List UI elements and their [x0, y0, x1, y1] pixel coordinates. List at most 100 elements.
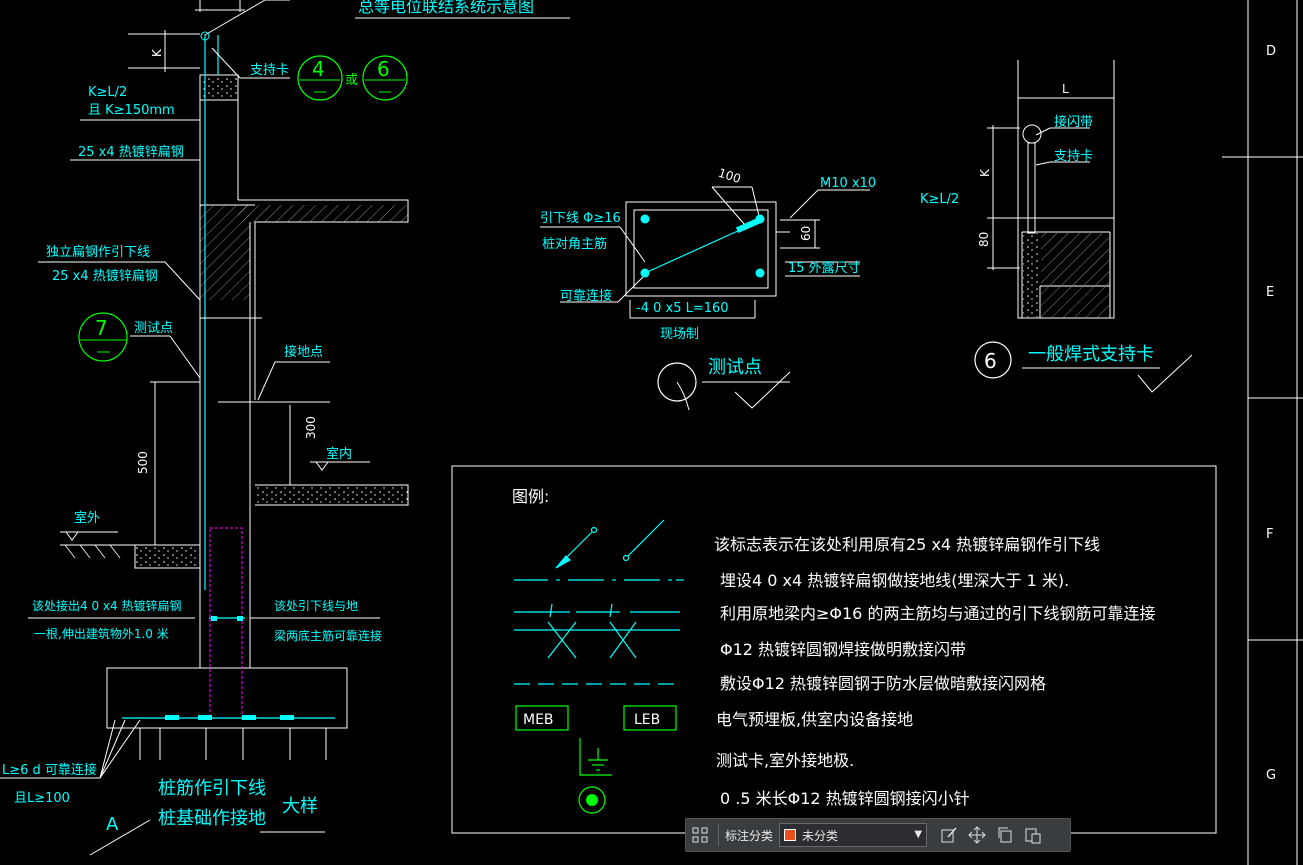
indoor-label: 室内 — [326, 446, 352, 462]
roof-column-fill — [200, 205, 250, 300]
earth-symbol — [579, 738, 612, 776]
move-icon[interactable] — [963, 821, 991, 849]
legend-item-7: 测试卡,室外接地极. — [716, 751, 854, 770]
legend-item-1: 该标志表示在该处利用原有25 x4 热镀锌扁钢作引下线 — [714, 535, 1100, 554]
category-select[interactable]: 未分类 ▼ — [779, 823, 928, 847]
test-point-detail — [540, 186, 870, 319]
leb-box — [623, 705, 677, 731]
legend-item-5: 敷设Φ12 热镀锌圆钢于防水层做暗敷接闪网格 — [720, 674, 1046, 693]
or-label: 或 — [345, 73, 358, 88]
ground-plates — [165, 616, 294, 720]
grid-row-e: E — [1266, 285, 1274, 300]
lead-out-2: 一根,伸出建筑物外1.0 米 — [34, 626, 169, 641]
top-dimensions — [128, 0, 570, 79]
k-rule-1: K≥L/2 — [88, 85, 127, 100]
drawing-frame — [1222, 0, 1303, 865]
detail-4-circle — [297, 55, 343, 101]
dim-100-label: 100 — [716, 166, 742, 186]
pile-corner-label: 桩对角主筋 — [542, 236, 607, 252]
dim-500-label: 500 — [136, 451, 150, 474]
down-conn-1: 该处引下线与地 — [274, 599, 358, 613]
meb-box — [515, 705, 569, 731]
clip-dim-80: 80 — [977, 232, 991, 247]
detail-7-circle — [78, 312, 128, 362]
bolt-label: M10 x10 — [820, 176, 876, 191]
grid-row-f: F — [1266, 527, 1273, 542]
chevron-down-icon: ▼ — [914, 829, 923, 840]
copy-icon[interactable] — [991, 821, 1019, 849]
axis-a: A — [106, 814, 119, 835]
clip-support-label: 支持卡 — [1054, 149, 1093, 164]
legend-heading: 图例: — [512, 487, 549, 506]
meb-text: MEB — [523, 712, 554, 728]
air-terminal-symbol — [578, 786, 606, 814]
k-dim-label: K — [150, 48, 164, 57]
reliable-conn-label: 可靠连接 — [560, 288, 612, 304]
parapet-fill — [201, 76, 237, 99]
pile-note-2: 桩基础作接地 — [158, 808, 266, 829]
support-clip-label: 支持卡 — [250, 63, 289, 78]
category-label: 标注分类 — [725, 828, 774, 843]
legend-item-2: 埋设4 0 x4 热镀锌扁钢做接地线(埋深大于 1 米). — [720, 571, 1069, 590]
test-point-title: 测试点 — [708, 357, 762, 378]
clip-k-rule: K≥L/2 — [920, 192, 959, 207]
edit-icon[interactable] — [935, 821, 963, 849]
grid-row-g: G — [1266, 768, 1276, 783]
grid-icon[interactable] — [686, 821, 714, 849]
detail-word: 大样 — [282, 796, 318, 817]
test-point-symbol — [657, 362, 697, 402]
detail-6-circle — [362, 55, 408, 101]
building-section — [106, 74, 409, 760]
independent-down-2: 25 x4 热镀锌扁钢 — [52, 268, 158, 284]
down-conn-2: 梁两底主筋可靠连接 — [274, 628, 382, 643]
legend-item-6: 电气预埋板,供室内设备接地 — [716, 710, 913, 729]
floor-slab-fill — [255, 486, 408, 504]
clip-base-fill — [1023, 233, 1040, 317]
weld-rule-1: L≥6 d 可靠连接 — [2, 762, 97, 778]
detail-7-number: 7 — [95, 316, 108, 340]
lead-out-1: 该处接出4 0 x4 热镀锌扁钢 — [32, 598, 181, 613]
test-point-side-label: 测试点 — [134, 321, 173, 336]
top-clip-circle — [200, 31, 210, 41]
legend-item-8: 0 .5 米长Φ12 热镀锌圆钢接闪小针 — [720, 789, 970, 808]
pile-note-1: 桩筋作引下线 — [158, 778, 266, 799]
detail-6-number: 6 — [377, 57, 390, 81]
legend-item-4: Φ12 热镀锌圆钢焊接做明敷接闪带 — [720, 640, 966, 659]
clip-k-label: K — [978, 168, 992, 177]
legend-texts: 该标志表示在该处利用原有25 x4 热镀锌扁钢作引下线 埋设4 0 x4 热镀锌… — [714, 535, 1155, 808]
category-selected-value: 未分类 — [802, 828, 839, 843]
plate-label: -4 0 x5 L=160 — [636, 301, 729, 316]
ground-point-label: 接地点 — [284, 344, 323, 360]
independent-down-1: 独立扁钢作引下线 — [46, 245, 150, 260]
clip-column-fill — [1041, 233, 1109, 285]
dim-60-label: 60 — [799, 226, 813, 241]
air-terminal-dot — [586, 794, 598, 806]
down-conductor-label: 引下线 Φ≥16 — [540, 211, 621, 226]
field-made-label: 现场制 — [660, 327, 699, 342]
paste-icon[interactable] — [1019, 821, 1047, 849]
clip-stem — [1027, 142, 1036, 234]
legend-symbols — [514, 519, 684, 685]
clip-arrester-label: 接闪带 — [1054, 114, 1093, 130]
annotation-toolbar: 标注分类 未分类 ▼ — [685, 818, 1071, 852]
leb-text: LEB — [634, 712, 660, 728]
test-clamp — [735, 216, 763, 234]
support-clip-detail — [987, 60, 1115, 319]
clip-l-label: L — [1062, 82, 1069, 96]
earth-hatch — [64, 544, 121, 559]
down-conductor — [122, 35, 335, 719]
grid-row-d: D — [1266, 44, 1276, 59]
exposed-label: 15 外露尺寸 — [788, 261, 861, 276]
pile-column-outline — [209, 527, 243, 719]
weld-rule-2: 且L≥100 — [14, 791, 70, 806]
detail-4-number: 4 — [312, 57, 325, 81]
title-text: 总等电位联结系统示意图 — [358, 0, 534, 16]
clip-base-hatch — [1041, 287, 1109, 317]
category-color-swatch — [784, 829, 797, 841]
legend-item-3: 利用原地梁内≥Φ16 的两主筋均与通过的引下线钢筋可靠连接 — [720, 604, 1155, 623]
leader-lines-weld — [0, 719, 141, 779]
rebar-dots — [640, 214, 765, 278]
dim-300-label: 300 — [304, 416, 318, 439]
footing-fill — [135, 546, 200, 568]
